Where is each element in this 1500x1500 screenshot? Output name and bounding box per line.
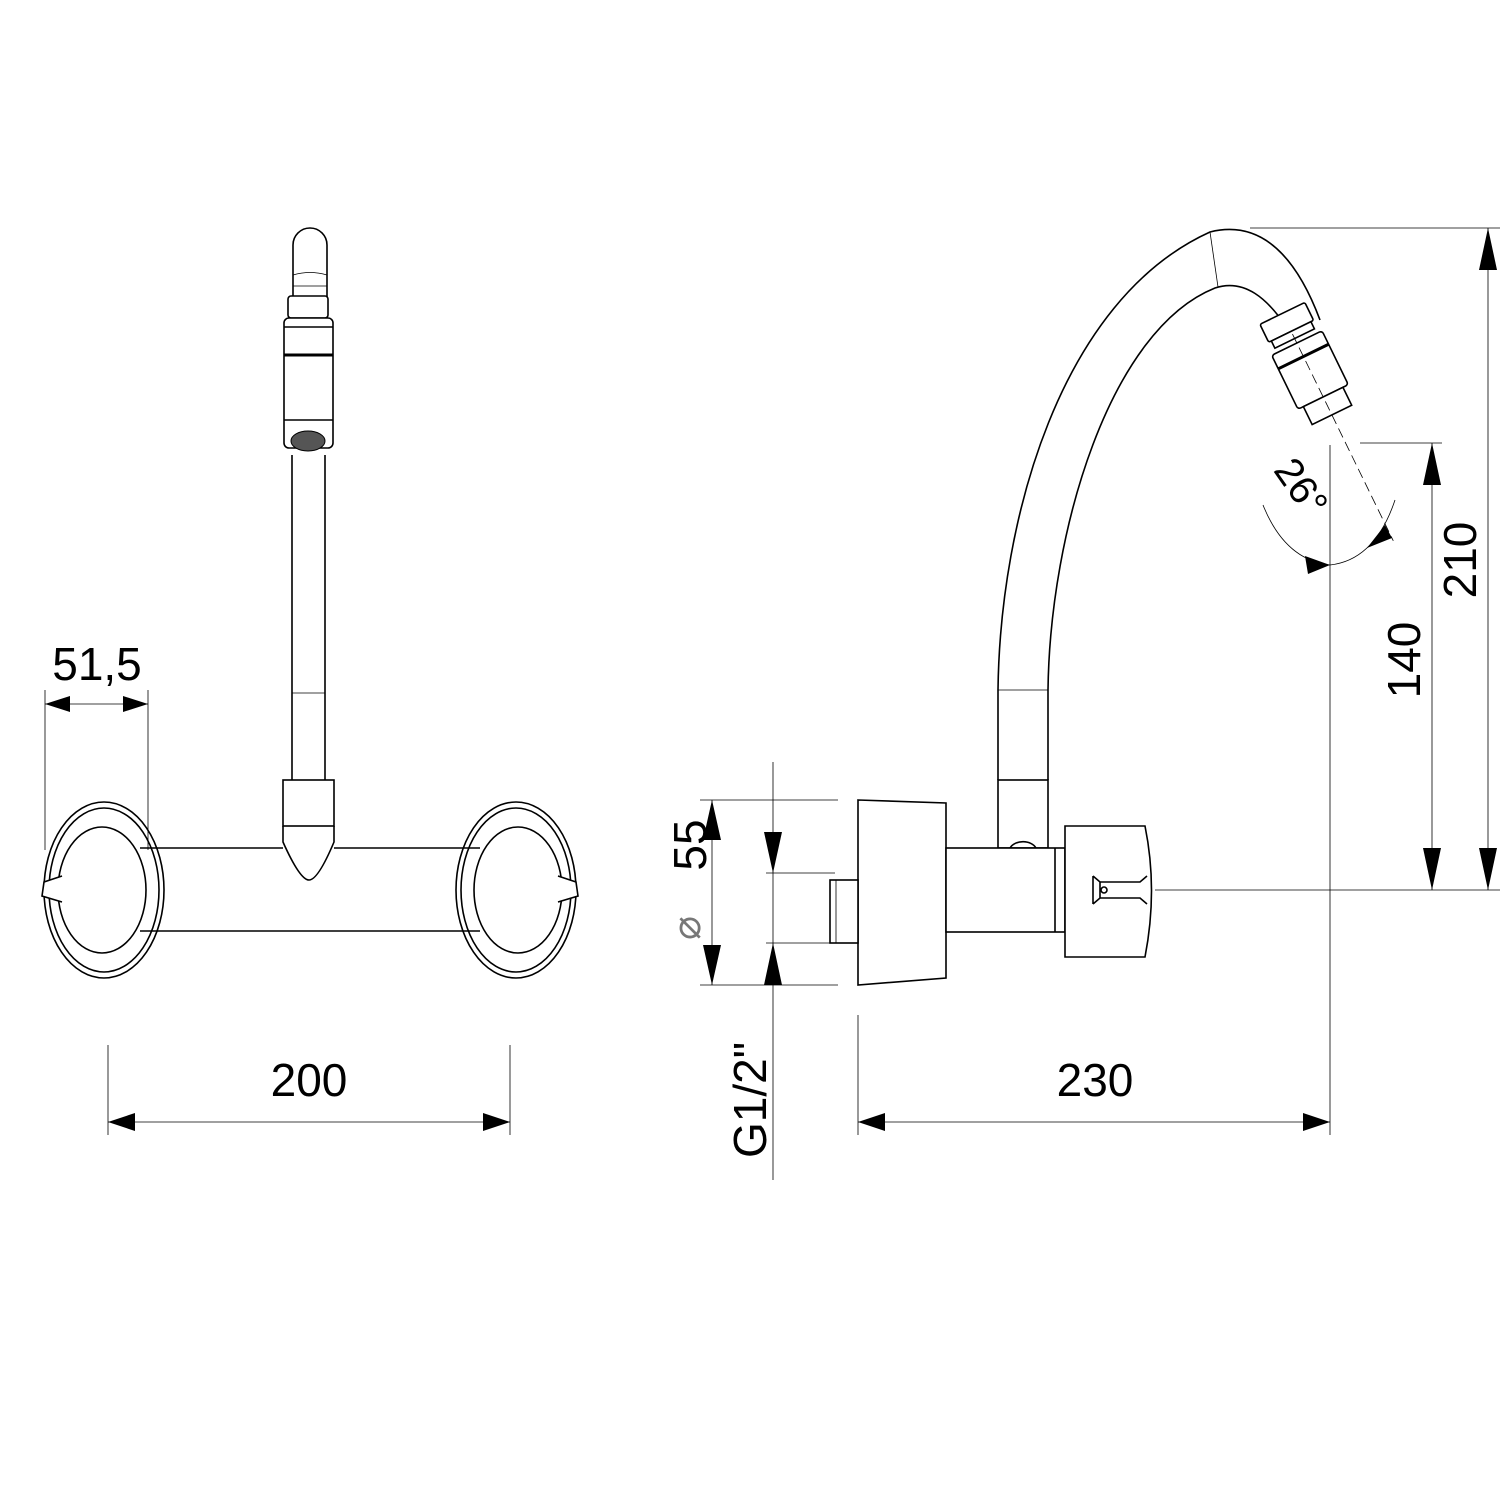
side-handle xyxy=(1064,825,1153,958)
dimension-center-distance: 200 xyxy=(107,1045,511,1135)
diameter-symbol: ⌀ xyxy=(665,916,709,940)
wall-plate xyxy=(857,799,947,986)
dim-label-g1-2: G1/2" xyxy=(724,1042,776,1158)
dim-label-26-deg: 26° xyxy=(1265,450,1336,525)
dimension-rosette-diameter: 55 ⌀ xyxy=(664,799,838,986)
dimension-outlet-height: 140 xyxy=(1155,442,1500,891)
dimension-rosette-width: 51,5 xyxy=(44,638,149,850)
aerator-mesh xyxy=(290,430,326,452)
dim-label-230: 230 xyxy=(1057,1054,1134,1106)
dimension-angle: 26° xyxy=(1262,450,1396,574)
side-view-faucet xyxy=(829,228,1394,986)
dimension-total-height: 210 xyxy=(1250,227,1500,890)
dim-label-210: 210 xyxy=(1434,522,1486,599)
dim-label-55: 55 xyxy=(664,819,716,870)
dim-label-140: 140 xyxy=(1378,622,1430,699)
aerator-ring xyxy=(287,295,329,319)
right-handle xyxy=(473,826,563,954)
dim-label-200: 200 xyxy=(271,1054,348,1106)
dimension-thread: G1/2" xyxy=(724,762,835,1180)
aerator-body xyxy=(283,317,334,449)
left-handle xyxy=(57,826,147,954)
front-view-faucet xyxy=(41,227,579,979)
inlet-connector xyxy=(829,879,859,944)
dim-label-51-5: 51,5 xyxy=(52,638,142,690)
dimension-projection: 230 xyxy=(857,445,1331,1135)
